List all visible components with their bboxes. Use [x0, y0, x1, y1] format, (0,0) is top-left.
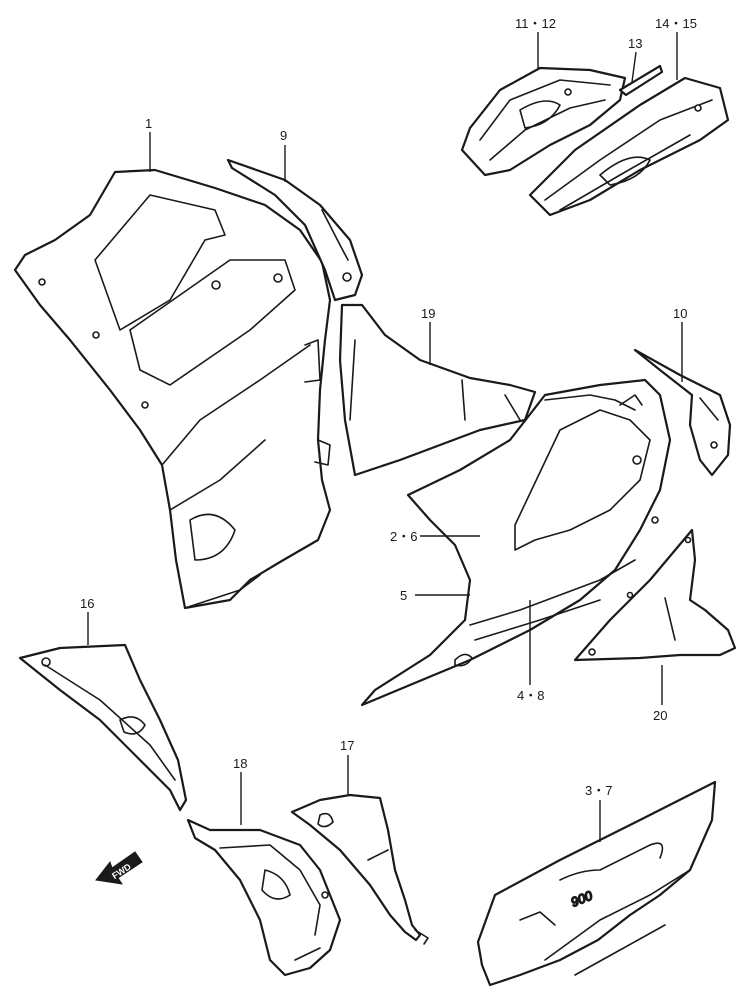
part-18-lower-panel: [186, 818, 342, 977]
callout-17: 17: [340, 738, 354, 753]
callout-19: 19: [421, 306, 435, 321]
part-10-rear-panel: [633, 348, 732, 477]
callout-13: 13: [628, 36, 642, 51]
callout-11-12: 11・12: [515, 16, 556, 31]
callout-3-7: 3・7: [585, 783, 612, 798]
callout-2-6: 2・6: [390, 529, 417, 544]
callout-14-15: 14・15: [655, 16, 697, 31]
callout-1: 1: [145, 116, 152, 131]
leader-lines: [87, 32, 683, 842]
part-1-side-cowling: [13, 168, 332, 610]
callout-5: 5: [400, 588, 407, 603]
part-17-inner-lower-panel: [290, 793, 429, 945]
part-14-15-inner-panel: [528, 76, 730, 217]
callout-20: 20: [653, 708, 667, 723]
fwd-arrow: FWD: [95, 851, 143, 885]
callout-10: 10: [673, 306, 687, 321]
part-20-lower-panel: [573, 528, 737, 662]
callout-9: 9: [280, 128, 287, 143]
part-3-7-decal: [476, 780, 717, 987]
callout-4-8: 4・8: [517, 688, 544, 703]
callout-16: 16: [80, 596, 94, 611]
part-13-strip: [618, 64, 664, 97]
callout-labels: 1 9 11・12 13 14・15 19 10 2・6 5 4・8 20 16…: [80, 16, 697, 798]
part-9-side-strip: [226, 158, 364, 302]
part-11-12-inner-panel: [460, 66, 627, 177]
part-16-side-panel: [18, 643, 188, 812]
part-2-6-5-4-8-under-cowling: [360, 378, 672, 707]
callout-18: 18: [233, 756, 247, 771]
